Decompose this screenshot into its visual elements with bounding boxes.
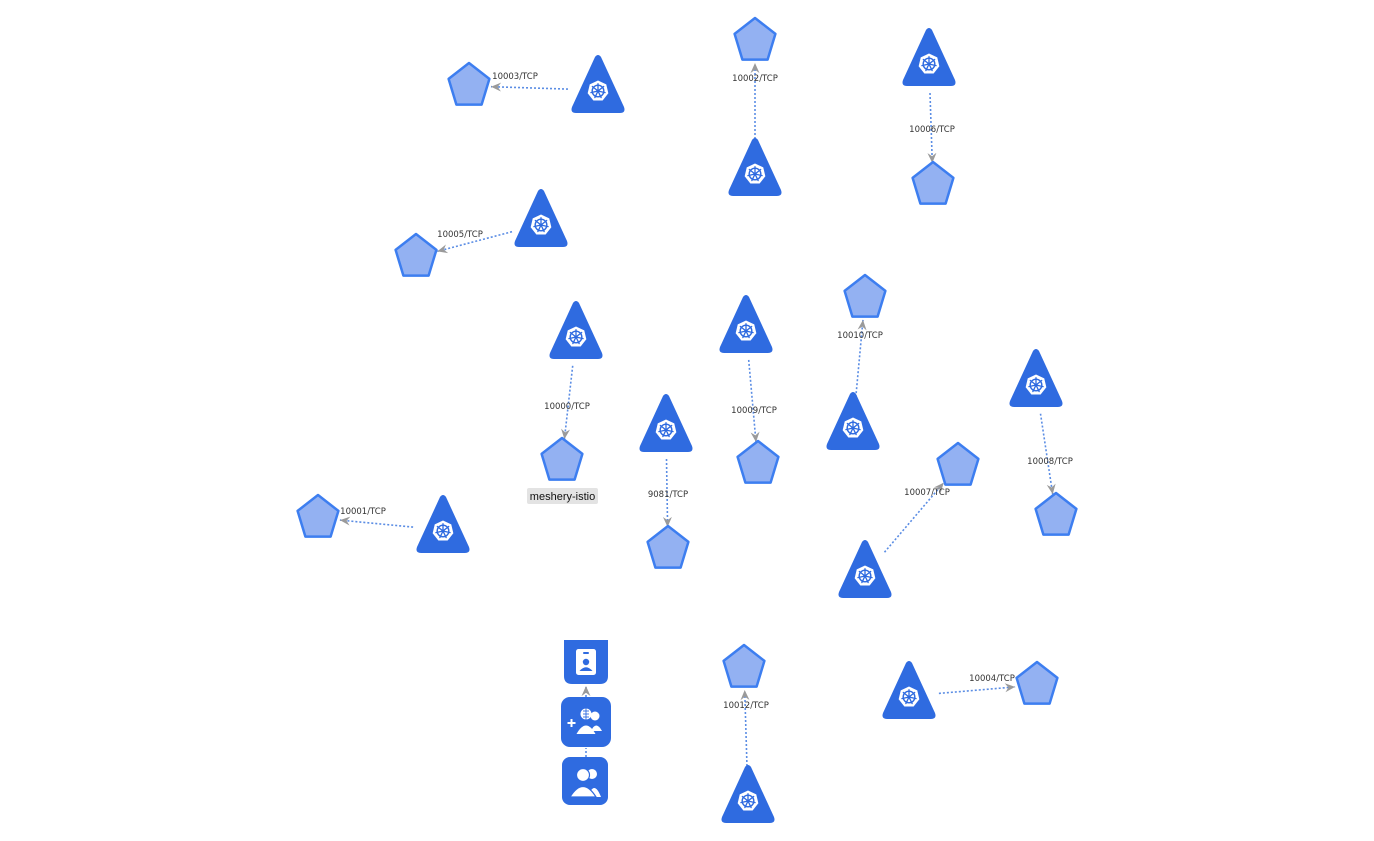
edge-port-label: 10001/TCP: [340, 507, 386, 517]
edge[interactable]: 10007/TCP: [883, 482, 950, 553]
kubernetes-pod-node[interactable]: [838, 540, 892, 598]
kubernetes-pod-node[interactable]: [826, 392, 880, 450]
kubernetes-pod-node[interactable]: [549, 301, 603, 359]
nodes-layer: meshery-istio: [296, 16, 1078, 823]
service-node[interactable]: [447, 61, 491, 106]
kubernetes-pod-node[interactable]: [639, 394, 693, 452]
edge-line: [437, 230, 513, 254]
edge-line: [747, 359, 760, 443]
edge[interactable]: 10008/TCP: [1027, 413, 1073, 495]
service-node[interactable]: [296, 493, 340, 538]
rbac-chain: [561, 640, 611, 805]
edge-port-label: 10004/TCP: [969, 674, 1015, 684]
edge-line: [561, 365, 574, 440]
edge-port-label: 10008/TCP: [1027, 457, 1073, 467]
edge-line: [1039, 413, 1056, 495]
edge[interactable]: 10003/TCP: [490, 72, 569, 92]
edge-port-label: 10009/TCP: [731, 406, 777, 416]
edge[interactable]: 10002/TCP: [732, 63, 778, 143]
kubernetes-pod-node[interactable]: [728, 138, 782, 196]
service-node[interactable]: [733, 16, 777, 61]
edge-line: [339, 516, 414, 528]
service-node[interactable]: [540, 436, 584, 481]
service-node[interactable]: [1015, 660, 1059, 705]
role-binding-node[interactable]: [561, 697, 611, 747]
edge-line: [490, 82, 569, 92]
edge-line: [938, 683, 1016, 695]
kubernetes-pod-node[interactable]: [721, 765, 775, 823]
service-name-text: meshery-istio: [530, 491, 595, 503]
service-node[interactable]: [646, 524, 690, 569]
role-binding-icon: [567, 708, 602, 734]
kubernetes-pod-node[interactable]: [882, 661, 936, 719]
service-account-icon: [576, 649, 596, 675]
edge-port-label: 10002/TCP: [732, 74, 778, 84]
edge[interactable]: 9081/TCP: [648, 458, 688, 528]
edge-line: [662, 458, 672, 528]
edge-port-label: 10006/TCP: [909, 125, 955, 135]
edge[interactable]: 10000/TCP: [544, 365, 590, 440]
edge[interactable]: 10006/TCP: [909, 92, 955, 164]
edge-line: [855, 319, 867, 398]
edge[interactable]: 10001/TCP: [339, 507, 414, 528]
service-node[interactable]: [1034, 491, 1078, 536]
edge-port-label: 10007/TCP: [904, 488, 950, 498]
service-node[interactable]: [843, 273, 887, 318]
service-account-node[interactable]: [564, 640, 608, 684]
edge-port-label: 10010/TCP: [837, 331, 883, 341]
kubernetes-pod-node[interactable]: [514, 189, 568, 247]
edges-layer: 10003/TCP 10002/TCP 10006/TCP 10005/TCP 1000…: [339, 63, 1073, 771]
kubernetes-pod-node[interactable]: [902, 28, 956, 86]
edge[interactable]: 10012/TCP: [723, 689, 769, 771]
service-name-label: meshery-istio: [527, 488, 598, 504]
edge-line: [883, 482, 945, 553]
kubernetes-pod-node[interactable]: [719, 295, 773, 353]
edge[interactable]: 10009/TCP: [731, 359, 777, 443]
edge-port-label: 10005/TCP: [437, 230, 483, 240]
edge-line: [740, 689, 750, 771]
kubernetes-pod-node[interactable]: [1009, 349, 1063, 407]
service-node[interactable]: [394, 232, 438, 277]
group-node[interactable]: [562, 757, 608, 805]
edge-port-label: 10000/TCP: [544, 402, 590, 412]
edge-port-label: 9081/TCP: [648, 490, 688, 500]
edge-port-label: 10003/TCP: [492, 72, 538, 82]
edge[interactable]: 10004/TCP: [938, 674, 1016, 695]
edge[interactable]: 10005/TCP: [437, 230, 513, 254]
edge-port-label: 10012/TCP: [723, 701, 769, 711]
kubernetes-pod-node[interactable]: [571, 55, 625, 113]
service-node[interactable]: [736, 439, 780, 484]
kubernetes-pod-node[interactable]: [416, 495, 470, 553]
service-node[interactable]: [911, 160, 955, 205]
group-icon: [568, 767, 601, 798]
edge[interactable]: 10010/TCP: [837, 319, 883, 398]
service-node[interactable]: [936, 441, 980, 486]
service-node[interactable]: [722, 643, 766, 688]
